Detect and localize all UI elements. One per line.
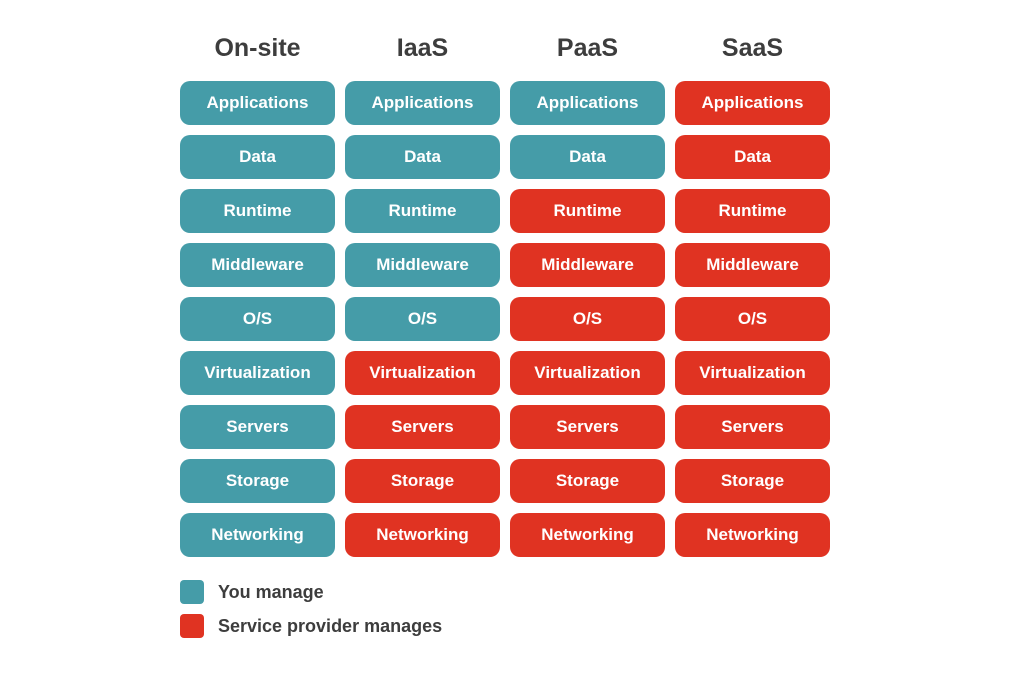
layer-cell-runtime: Runtime bbox=[510, 189, 665, 233]
layer-cell-storage: Storage bbox=[345, 459, 500, 503]
layer-cell-storage: Storage bbox=[180, 459, 335, 503]
layer-cell-virtualization: Virtualization bbox=[180, 351, 335, 395]
layer-cell-virtualization: Virtualization bbox=[345, 351, 500, 395]
layer-cell-middleware: Middleware bbox=[675, 243, 830, 287]
legend-swatch-you bbox=[180, 580, 204, 604]
layer-cell-servers: Servers bbox=[345, 405, 500, 449]
layer-cell-runtime: Runtime bbox=[345, 189, 500, 233]
layer-cell-applications: Applications bbox=[345, 81, 500, 125]
layer-cell-servers: Servers bbox=[675, 405, 830, 449]
layer-cell-data: Data bbox=[510, 135, 665, 179]
layer-cell-storage: Storage bbox=[675, 459, 830, 503]
column-title-saas: SaaS bbox=[721, 34, 784, 62]
layer-cell-runtime: Runtime bbox=[180, 189, 335, 233]
layer-cell-applications: Applications bbox=[510, 81, 665, 125]
layer-cell-os: O/S bbox=[180, 297, 335, 341]
layer-cell-os: O/S bbox=[510, 297, 665, 341]
layer-cell-applications: Applications bbox=[180, 81, 335, 125]
legend-label-provider: Service provider manages bbox=[218, 616, 443, 636]
layer-cell-middleware: Middleware bbox=[180, 243, 335, 287]
layer-cell-middleware: Middleware bbox=[510, 243, 665, 287]
layer-cell-runtime: Runtime bbox=[675, 189, 830, 233]
layer-cell-storage: Storage bbox=[510, 459, 665, 503]
layer-cell-networking: Networking bbox=[180, 513, 335, 557]
legend-label-you: You manage bbox=[218, 582, 324, 602]
layer-cell-virtualization: Virtualization bbox=[510, 351, 665, 395]
layer-cell-os: O/S bbox=[675, 297, 830, 341]
layer-cell-data: Data bbox=[345, 135, 500, 179]
layer-cell-os: O/S bbox=[345, 297, 500, 341]
layer-cell-applications: Applications bbox=[675, 81, 830, 125]
layer-cell-networking: Networking bbox=[345, 513, 500, 557]
layer-cell-middleware: Middleware bbox=[345, 243, 500, 287]
layer-cell-virtualization: Virtualization bbox=[675, 351, 830, 395]
layer-cell-servers: Servers bbox=[180, 405, 335, 449]
layer-cell-networking: Networking bbox=[675, 513, 830, 557]
layer-cell-servers: Servers bbox=[510, 405, 665, 449]
column-title-paas: PaaS bbox=[556, 34, 619, 62]
layer-cell-data: Data bbox=[675, 135, 830, 179]
column-title-iaas: IaaS bbox=[396, 34, 449, 62]
column-title-on-site: On-site bbox=[214, 34, 301, 62]
legend-swatch-provider bbox=[180, 614, 204, 638]
layer-cell-data: Data bbox=[180, 135, 335, 179]
layer-cell-networking: Networking bbox=[510, 513, 665, 557]
